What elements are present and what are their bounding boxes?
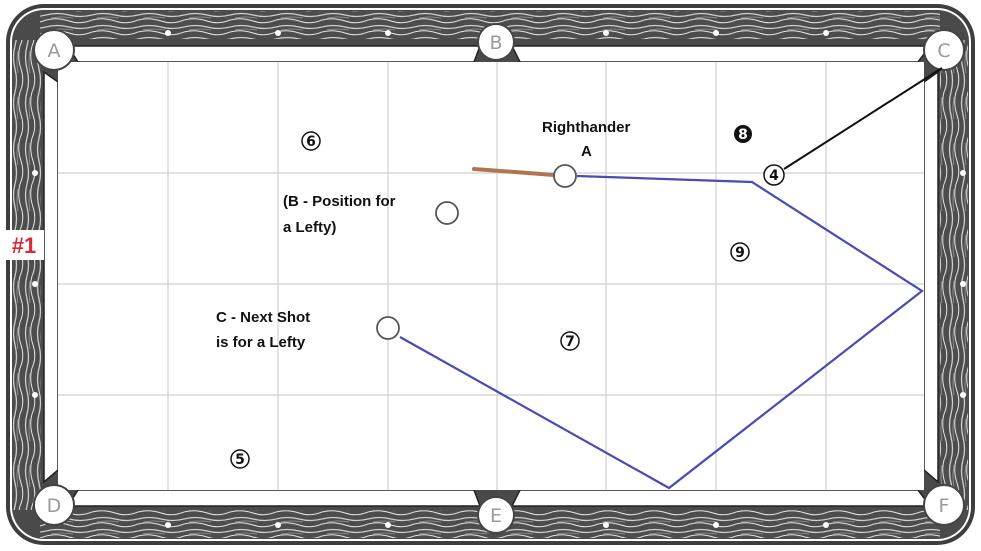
righthander-label: Righthander <box>542 119 630 136</box>
svg-text:4: 4 <box>769 168 779 184</box>
lefty-position-label-line2: a Lefty) <box>283 219 336 236</box>
playing-surface <box>58 62 924 490</box>
ball-6: 6 <box>301 131 321 151</box>
pocket-c: C <box>923 29 965 71</box>
diagram-id-backdrop <box>6 230 44 260</box>
pocket-line-4-to-c <box>783 67 943 170</box>
svg-text:8: 8 <box>738 127 748 143</box>
lefty-position-label-line1: (B - Position for <box>283 193 396 210</box>
ball-4: 4 <box>763 164 785 186</box>
svg-text:D: D <box>47 495 62 517</box>
svg-text:E: E <box>490 505 502 527</box>
cue-ball-position-b <box>435 201 459 225</box>
cue-ball-position-a <box>553 164 577 188</box>
svg-text:C: C <box>937 40 950 62</box>
pocket-e: E <box>477 496 515 534</box>
rail-diamonds <box>32 30 966 528</box>
svg-text:9: 9 <box>735 245 745 261</box>
svg-text:5: 5 <box>235 452 245 468</box>
ball-9: 9 <box>730 242 750 262</box>
svg-text:B: B <box>489 32 502 54</box>
next-shot-label-line2: is for a Lefty <box>216 334 306 351</box>
cue-ball-path-a <box>399 174 924 490</box>
ball-5: 5 <box>230 449 250 469</box>
diagram-id-label: #1 <box>12 233 36 258</box>
cue-stick <box>472 167 556 177</box>
pocket-a: A <box>33 29 75 71</box>
ball-8: 8 <box>734 125 752 143</box>
righthander-position-label: A <box>581 143 592 160</box>
ball-7: 7 <box>560 331 580 351</box>
pocket-f: F <box>923 484 965 526</box>
pocket-d: D <box>33 484 75 526</box>
svg-text:7: 7 <box>565 334 575 350</box>
svg-text:A: A <box>48 40 61 62</box>
cue-ball-position-c <box>376 316 400 340</box>
svg-text:F: F <box>939 495 950 517</box>
pocket-b: B <box>477 23 515 61</box>
svg-text:6: 6 <box>306 134 316 150</box>
next-shot-label-line1: C - Next Shot <box>216 309 310 326</box>
